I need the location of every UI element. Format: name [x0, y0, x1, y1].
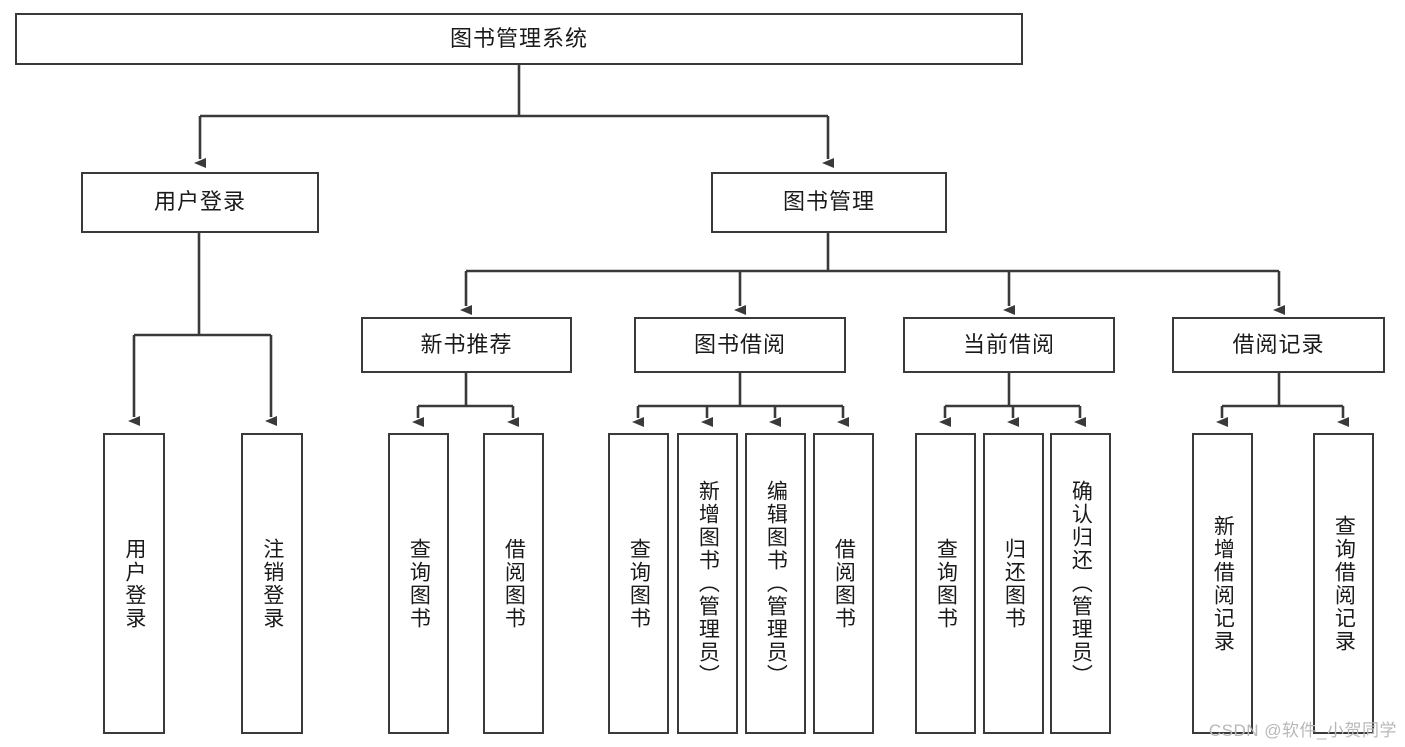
node-current-borrow[interactable]: 当前借阅	[903, 317, 1115, 373]
leaf-text-wrap: 查询图书	[917, 435, 974, 732]
node-book-management[interactable]: 图书管理	[711, 172, 947, 233]
node-label: 借阅记录	[1232, 331, 1325, 357]
leaf-text-wrap: 归还图书	[985, 435, 1042, 732]
node-new-book-recommend[interactable]: 新书推荐	[361, 317, 572, 373]
leaf-text-wrap: 查询图书	[390, 435, 447, 732]
node-label: 借阅图书	[502, 537, 526, 630]
leaf-book-borrow-query[interactable]: 查询图书	[608, 433, 669, 734]
node-label: 新书推荐	[420, 331, 513, 357]
leaf-new-book-query[interactable]: 查询图书	[388, 433, 449, 734]
node-borrow-record[interactable]: 借阅记录	[1172, 317, 1385, 373]
node-label: 编辑图书（管理员）	[764, 480, 788, 687]
node-label: 用户登录	[153, 189, 246, 215]
node-label: 查询图书	[934, 537, 958, 630]
node-label: 查询图书	[627, 537, 651, 630]
node-label: 借阅图书	[832, 537, 856, 630]
node-label: 查询借阅记录	[1332, 514, 1356, 653]
node-label: 归还图书	[1002, 537, 1026, 630]
node-label: 图书管理	[782, 189, 875, 215]
leaf-text-wrap: 确认归还（管理员）	[1052, 435, 1109, 732]
node-label: 新增图书（管理员）	[696, 480, 720, 687]
leaf-borrow-record-add[interactable]: 新增借阅记录	[1192, 433, 1253, 734]
node-label: 图书借阅	[693, 331, 786, 357]
leaf-text-wrap: 注销登录	[243, 435, 301, 732]
leaf-book-borrow-edit[interactable]: 编辑图书（管理员）	[745, 433, 806, 734]
leaf-text-wrap: 查询图书	[610, 435, 667, 732]
leaf-borrow-record-query[interactable]: 查询借阅记录	[1313, 433, 1374, 734]
leaf-text-wrap: 编辑图书（管理员）	[747, 435, 804, 732]
leaf-current-borrow-confirm-return[interactable]: 确认归还（管理员）	[1050, 433, 1111, 734]
node-root-system[interactable]: 图书管理系统	[15, 13, 1023, 65]
leaf-text-wrap: 用户登录	[105, 435, 163, 732]
leaf-text-wrap: 新增图书（管理员）	[679, 435, 736, 732]
node-label: 新增借阅记录	[1211, 514, 1235, 653]
leaf-book-borrow-add[interactable]: 新增图书（管理员）	[677, 433, 738, 734]
node-label: 注销登录	[260, 537, 284, 630]
leaf-user-login-signin[interactable]: 用户登录	[103, 433, 165, 734]
leaf-text-wrap: 查询借阅记录	[1315, 435, 1372, 732]
node-label: 用户登录	[122, 537, 146, 630]
leaf-text-wrap: 新增借阅记录	[1194, 435, 1251, 732]
leaf-book-borrow-borrow[interactable]: 借阅图书	[813, 433, 874, 734]
node-label: 图书管理系统	[449, 25, 588, 51]
watermark-text: CSDN @软件_小贺同学	[1208, 721, 1397, 740]
node-book-borrow[interactable]: 图书借阅	[634, 317, 846, 373]
node-user-login[interactable]: 用户登录	[81, 172, 319, 233]
leaf-text-wrap: 借阅图书	[815, 435, 872, 732]
leaf-current-borrow-query[interactable]: 查询图书	[915, 433, 976, 734]
node-label: 查询图书	[407, 537, 431, 630]
leaf-text-wrap: 借阅图书	[485, 435, 542, 732]
leaf-new-book-borrow[interactable]: 借阅图书	[483, 433, 544, 734]
leaf-user-login-signout[interactable]: 注销登录	[241, 433, 303, 734]
node-label: 确认归还（管理员）	[1069, 480, 1093, 687]
node-label: 当前借阅	[962, 331, 1055, 357]
leaf-current-borrow-return[interactable]: 归还图书	[983, 433, 1044, 734]
